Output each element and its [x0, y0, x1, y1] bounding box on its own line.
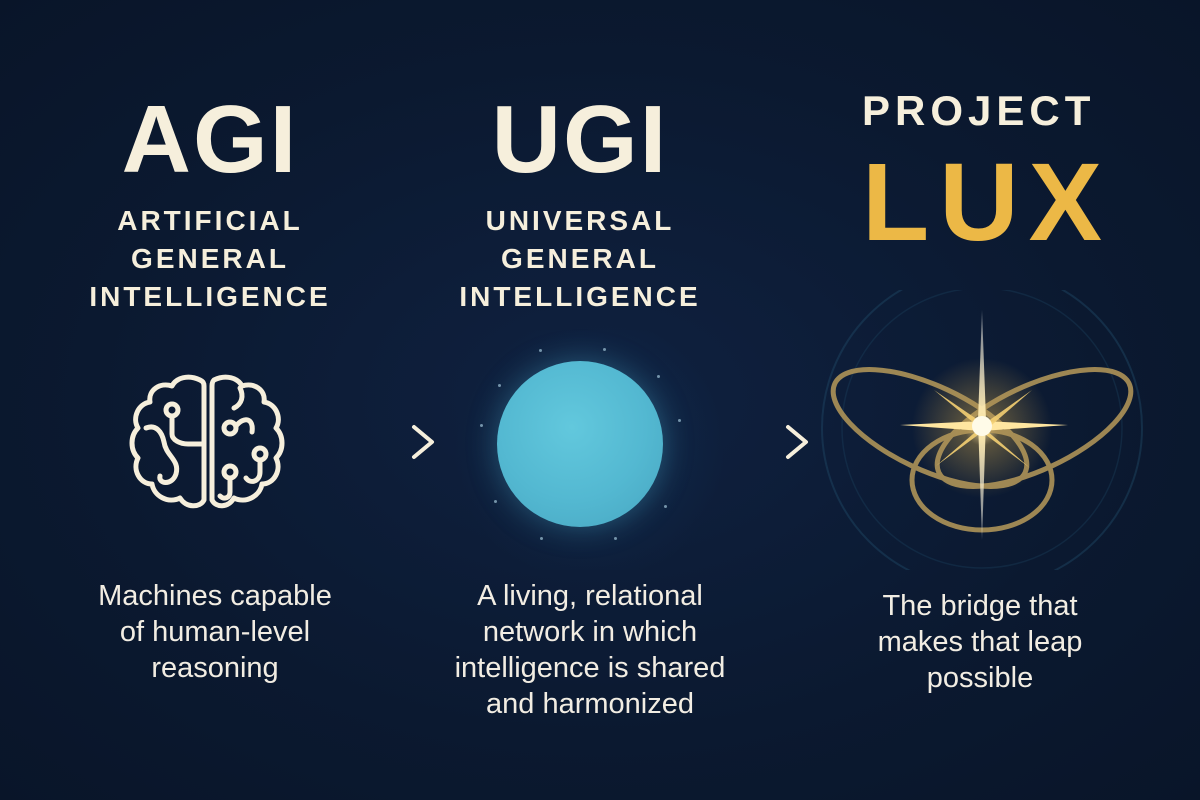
star-dot: [614, 537, 617, 540]
star-dot: [494, 500, 497, 503]
ugi-description-line: network in which: [482, 616, 698, 648]
agi-acronym: AGI: [121, 86, 299, 193]
lux-description-line: possible: [926, 662, 1034, 694]
star-dot: [664, 505, 667, 508]
star-dot: [540, 537, 543, 540]
star-dot: [603, 348, 606, 351]
brain-circuit-icon: [129, 374, 285, 509]
agi-description-line: Machines capable: [98, 580, 332, 612]
lux-title: LUX: [862, 141, 1112, 264]
ugi-acronym: UGI: [491, 86, 669, 193]
arrow-right-icon: [716, 425, 808, 459]
star-dot: [498, 384, 501, 387]
ugi-description: A living, relational network in which in…: [420, 578, 760, 722]
agi-description-line: reasoning: [151, 652, 279, 684]
agi-description: Machines capable of human-level reasonin…: [60, 578, 370, 686]
agi-description-line: of human-level: [119, 616, 311, 648]
star-dot: [539, 349, 542, 352]
lux-description-line: makes that leap: [877, 626, 1083, 658]
ugi-description-line: A living, relational: [477, 580, 703, 612]
ugi-description-line: intelligence is shared: [454, 652, 726, 684]
star-dot: [657, 375, 660, 378]
ugi-description-line: and harmonized: [486, 688, 694, 720]
lux-description: The bridge that makes that leap possible: [820, 588, 1140, 696]
lux-description-line: The bridge that: [882, 590, 1078, 622]
project-label: PROJECT: [862, 87, 1096, 134]
ugi-fullname-line: UNIVERSAL: [485, 205, 675, 236]
agi-fullname-line: INTELLIGENCE: [89, 281, 331, 312]
orb-sphere: [497, 361, 663, 527]
arrow-right-icon: [342, 425, 434, 459]
ugi-fullname: UNIVERSAL GENERAL INTELLIGENCE: [440, 202, 720, 316]
agi-fullname: ARTIFICIAL GENERAL INTELLIGENCE: [70, 202, 350, 316]
agi-fullname-line: GENERAL: [131, 243, 289, 274]
ugi-fullname-line: INTELLIGENCE: [459, 281, 701, 312]
star-dot: [678, 419, 681, 422]
agi-fullname-line: ARTIFICIAL: [117, 205, 303, 236]
ugi-fullname-line: GENERAL: [501, 243, 659, 274]
star-orbit-icon: [821, 290, 1143, 570]
star-dot: [480, 424, 483, 427]
